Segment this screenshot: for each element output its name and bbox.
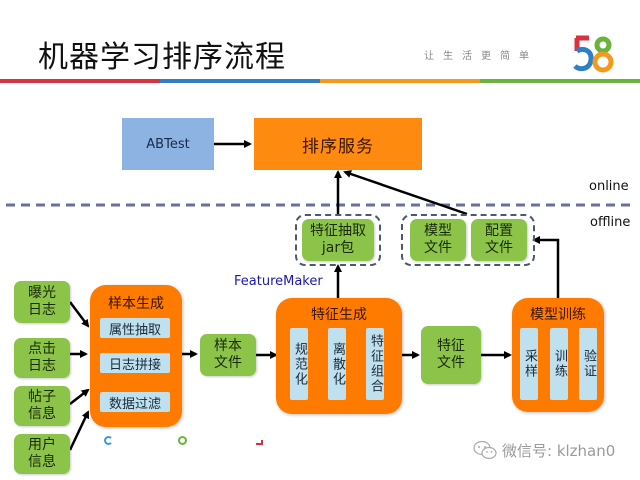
watermark: 微信号: klzhan0 xyxy=(472,439,615,461)
input-exposure-log: 曝光日志 xyxy=(14,281,70,323)
sample-gen-block: 样本生成 属性抽取 日志拼接 数据过滤 xyxy=(90,285,182,427)
decor-mark-blue xyxy=(104,436,113,445)
decor-mark-green xyxy=(178,436,187,445)
online-label: online xyxy=(589,179,629,194)
feature-file-box: 特征文件 xyxy=(421,326,481,384)
logo-five-curve xyxy=(573,46,594,72)
train-step-validation: 验证 xyxy=(579,328,597,400)
model-config-group xyxy=(401,214,535,266)
model-file-box: 模型文件 xyxy=(410,219,466,261)
feature-gen-block: 特征生成 规范化 离散化 特征组合 xyxy=(276,298,402,414)
sample-step-attr-extract: 属性抽取 xyxy=(100,318,170,338)
abtest-box: ABTest xyxy=(122,118,214,170)
featuremaker-label: FeatureMaker xyxy=(234,274,323,289)
sample-file-box: 样本文件 xyxy=(200,334,256,376)
watermark-text: 微信号: klzhan0 xyxy=(502,441,616,460)
header-stripe-blue xyxy=(160,79,320,83)
arrow-train-to-config xyxy=(532,236,560,298)
header-stripe-green xyxy=(480,79,640,83)
header-stripe-red xyxy=(0,79,160,83)
config-file-box: 配置文件 xyxy=(471,219,527,261)
feature-step-discretize: 离散化 xyxy=(328,328,346,400)
offline-label: offline xyxy=(590,215,631,230)
arrow-post-to-sample xyxy=(69,388,90,405)
header-stripe-orange xyxy=(320,79,480,83)
logo-eight-bottom xyxy=(592,51,614,73)
logo-eight-top xyxy=(594,36,612,54)
wechat-icon xyxy=(473,440,497,460)
input-user-info: 用户信息 xyxy=(14,434,70,474)
feature-jar-box: 特征抽取jar包 xyxy=(302,219,374,261)
page-title: 机器学习排序流程 xyxy=(38,40,286,75)
input-post-info: 帖子信息 xyxy=(14,386,70,426)
sample-step-data-filter: 数据过滤 xyxy=(100,392,170,412)
rank-service-box: 排序服务 xyxy=(254,118,422,170)
sample-step-log-join: 日志拼接 xyxy=(100,353,170,373)
sample-gen-title: 样本生成 xyxy=(108,296,164,312)
input-click-log: 点击日志 xyxy=(14,338,70,378)
arrow-user-to-sample xyxy=(68,410,90,451)
arrow-model-to-rank xyxy=(343,170,468,216)
train-step-training: 训练 xyxy=(550,328,568,400)
train-step-sampling: 采样 xyxy=(520,328,538,400)
feature-step-combine: 特征组合 xyxy=(366,328,384,400)
logo-58 xyxy=(572,34,614,74)
feature-gen-title: 特征生成 xyxy=(311,307,367,323)
feature-step-normalize: 规范化 xyxy=(290,328,308,400)
decor-mark-red xyxy=(256,440,263,445)
feature-jar-group xyxy=(295,214,381,266)
arrow-exposure-to-sample xyxy=(69,301,90,328)
slogan: 让生活更简单 xyxy=(424,51,538,62)
model-train-block: 模型训练 采样 训练 验证 xyxy=(512,298,604,412)
model-train-title: 模型训练 xyxy=(530,307,586,323)
